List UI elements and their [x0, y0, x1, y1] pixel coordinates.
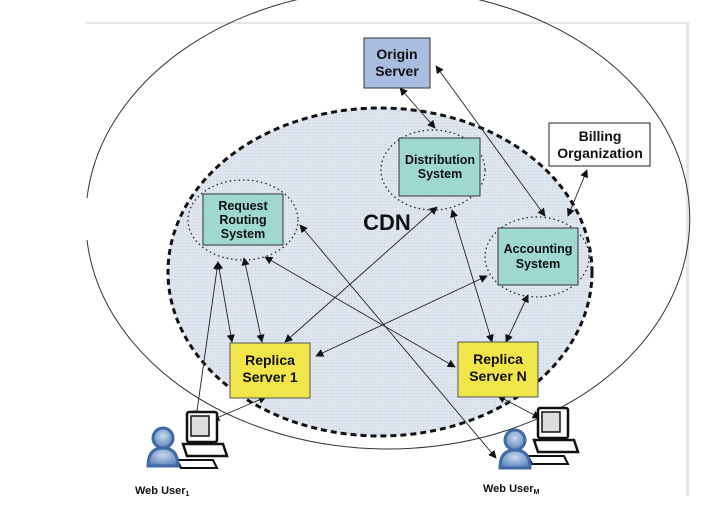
request-routing-label-1: Request: [218, 199, 268, 213]
diagram-frame: [85, 22, 689, 496]
distribution-system-node: Distribution System: [398, 137, 481, 197]
replica-server-1-node: Replica Server 1: [229, 342, 311, 399]
replica-server-n-node: Replica Server N: [457, 341, 539, 398]
edge-accounting-replicaN: [505, 294, 529, 343]
accounting-system-node: Accounting System: [497, 227, 579, 286]
replica1-label-2: Server 1: [242, 369, 297, 385]
distribution-label-1: Distribution: [405, 153, 475, 167]
edge-origin-accounting: [435, 65, 546, 217]
edge-billing-accounting: [567, 169, 588, 217]
edge-replica1-user1: [211, 396, 267, 421]
user-icon: [146, 426, 180, 468]
replicaN-label-2: Server N: [469, 368, 527, 384]
request-routing-system-node: Request Routing System: [202, 193, 284, 246]
web-user-m-label: Web UserM: [483, 483, 540, 496]
accounting-label-1: Accounting: [504, 242, 573, 256]
edge-routing-user1: [193, 261, 221, 419]
billing-label-1: Billing: [579, 128, 622, 144]
web-user-1-node: Web User1: [135, 410, 229, 498]
replicaN-label-1: Replica: [473, 351, 523, 367]
edge-origin-distribution: [399, 87, 436, 129]
web-user-1-label: Web User1: [135, 485, 190, 498]
request-routing-label-2: Routing: [219, 213, 266, 227]
outer-boundary-ellipse: [86, 0, 691, 450]
edge-routing-replica1-b: [241, 257, 265, 343]
origin-server-label-2: Server: [375, 63, 419, 79]
cdn-title: CDN: [363, 210, 411, 235]
computer-icon: [526, 406, 580, 465]
computer-icon: [175, 410, 229, 469]
web-user-m-node: Web UserM: [483, 406, 580, 496]
replica1-label-1: Replica: [245, 352, 295, 368]
accounting-label-2: System: [516, 257, 560, 271]
edge-accounting-replica1: [315, 275, 488, 357]
origin-server-label-1: Origin: [376, 46, 417, 62]
distribution-label-2: System: [418, 167, 462, 181]
billing-label-2: Organization: [557, 145, 643, 161]
user-icon: [498, 428, 532, 470]
billing-organization-node: Billing Organization: [548, 122, 651, 167]
edges: [193, 65, 588, 459]
origin-server-node: Origin Server: [363, 37, 431, 89]
request-routing-label-3: System: [221, 227, 265, 241]
edge-replicaN-userM: [497, 395, 541, 419]
